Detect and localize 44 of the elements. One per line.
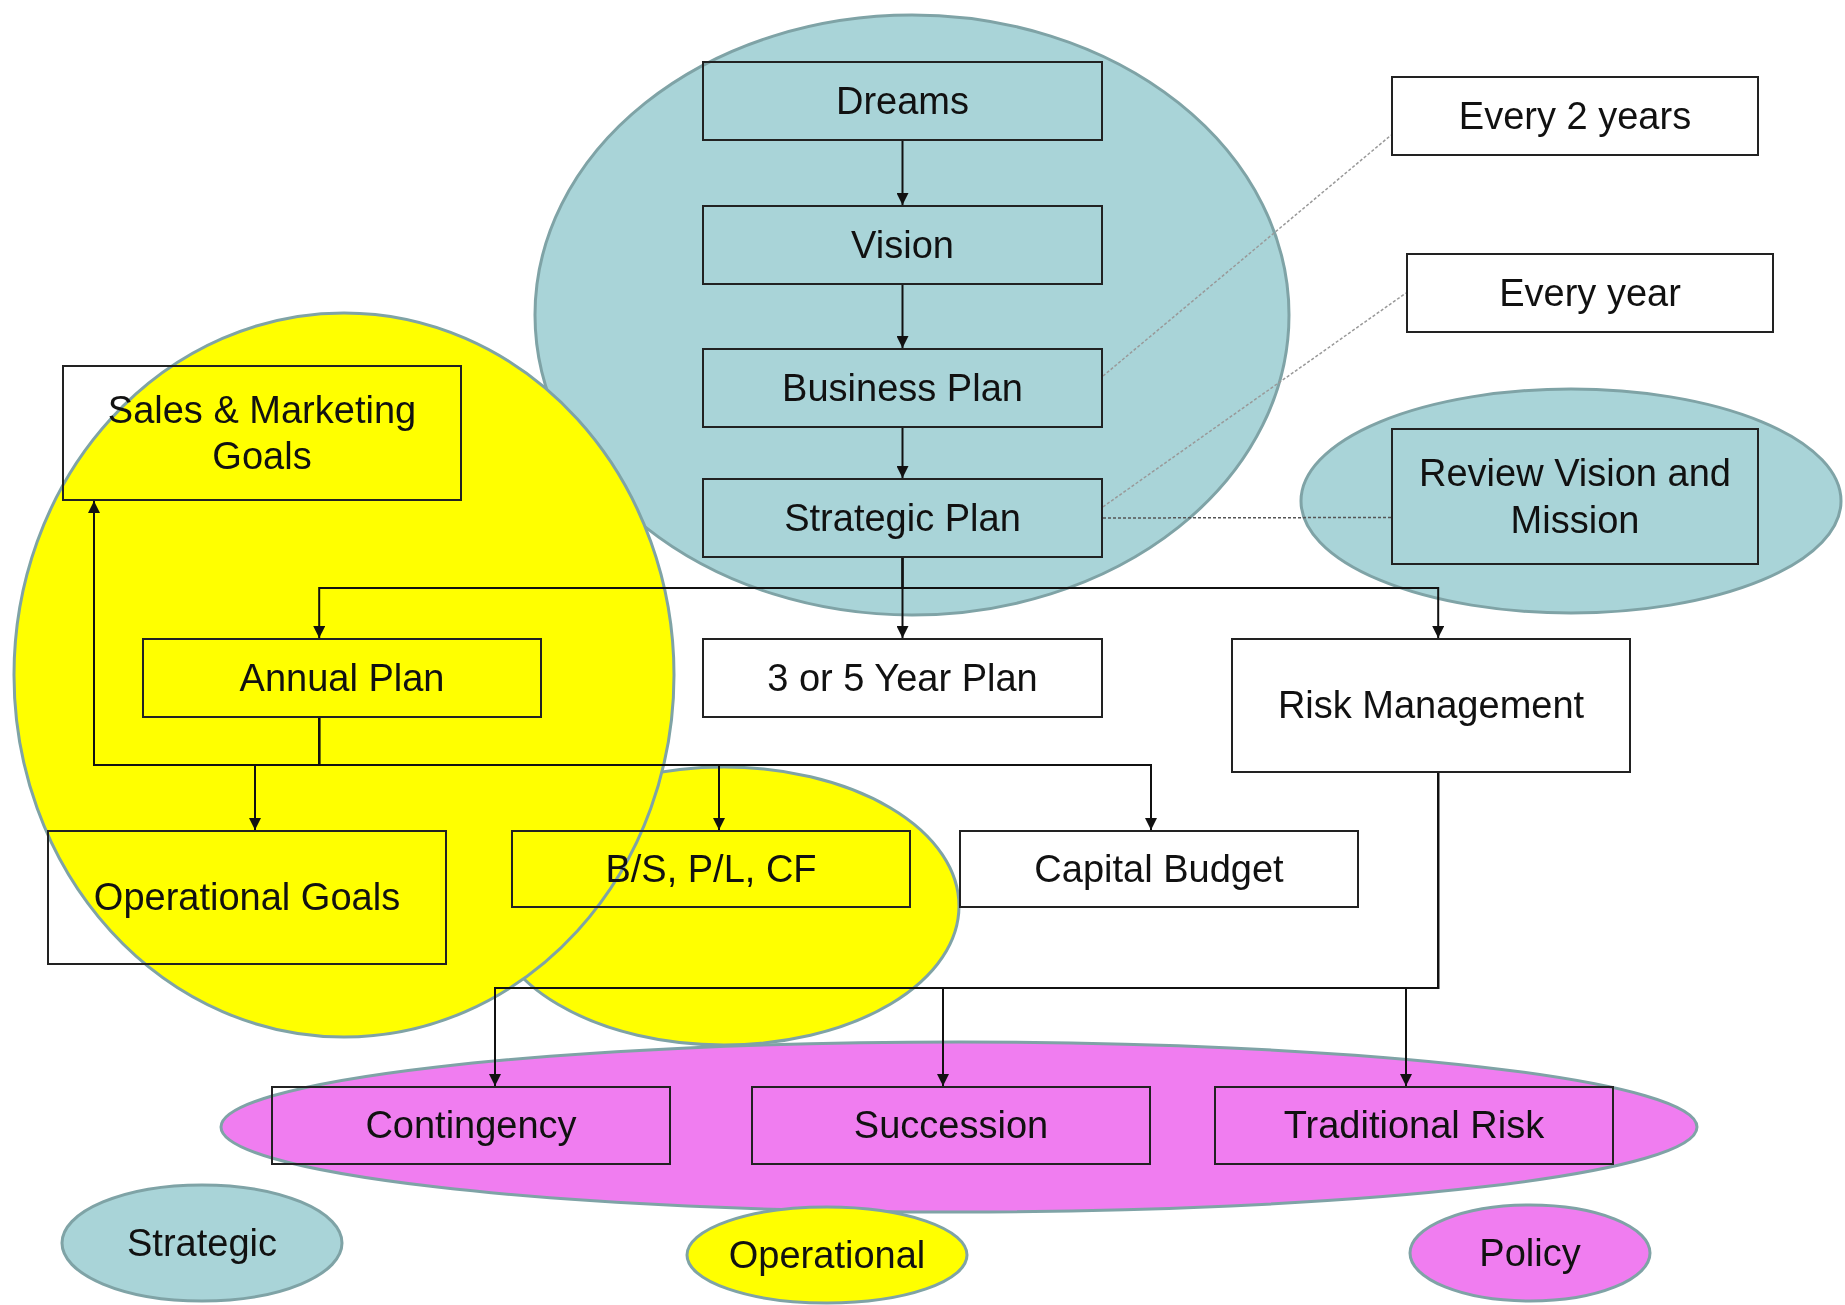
process-box (959, 830, 1359, 908)
box-label: Vision (850, 222, 955, 268)
process-box (702, 638, 1103, 718)
box-label: Every year (1498, 270, 1682, 316)
box-label: 3 or 5 Year Plan (766, 655, 1039, 701)
process-box (702, 61, 1103, 141)
connector-line (1102, 292, 1407, 508)
arrow (896, 284, 909, 349)
connector-line (1102, 134, 1392, 377)
process-box (1391, 76, 1759, 156)
connector-line (1102, 516, 1392, 519)
arrow (1400, 772, 1440, 1087)
legend-label: Policy (1479, 1231, 1581, 1275)
box-label: Risk Management (1276, 683, 1586, 729)
box-label: Capital Budget (1033, 846, 1285, 892)
process-box (702, 205, 1103, 285)
box-label: Succession (852, 1103, 1050, 1149)
legend-label: Operational (728, 1233, 926, 1277)
process-box (1214, 1086, 1614, 1165)
process-box (1391, 428, 1759, 565)
box-label: Review Vision and Mission (1418, 451, 1732, 543)
process-box (142, 638, 542, 718)
process-box (751, 1086, 1151, 1165)
arrow (896, 427, 909, 479)
box-label: Annual Plan (238, 655, 446, 701)
process-box (62, 365, 462, 501)
box-label: Traditional Risk (1282, 1103, 1546, 1149)
process-box (1231, 638, 1631, 773)
process-box (1406, 253, 1774, 333)
arrow (318, 717, 1157, 831)
process-box (47, 830, 447, 965)
box-label: Strategic Plan (783, 495, 1022, 541)
box-label: Operational Goals (92, 875, 402, 921)
process-box (702, 478, 1103, 558)
process-box (702, 348, 1103, 428)
box-label: Business Plan (781, 365, 1024, 411)
box-label: Contingency (364, 1103, 578, 1149)
legend-label: Strategic (127, 1221, 277, 1265)
box-label: Dreams (835, 78, 970, 124)
box-label: Every 2 years (1457, 93, 1693, 139)
process-box (271, 1086, 671, 1165)
process-box (511, 830, 911, 908)
arrow (901, 557, 1445, 639)
arrow (896, 140, 909, 206)
